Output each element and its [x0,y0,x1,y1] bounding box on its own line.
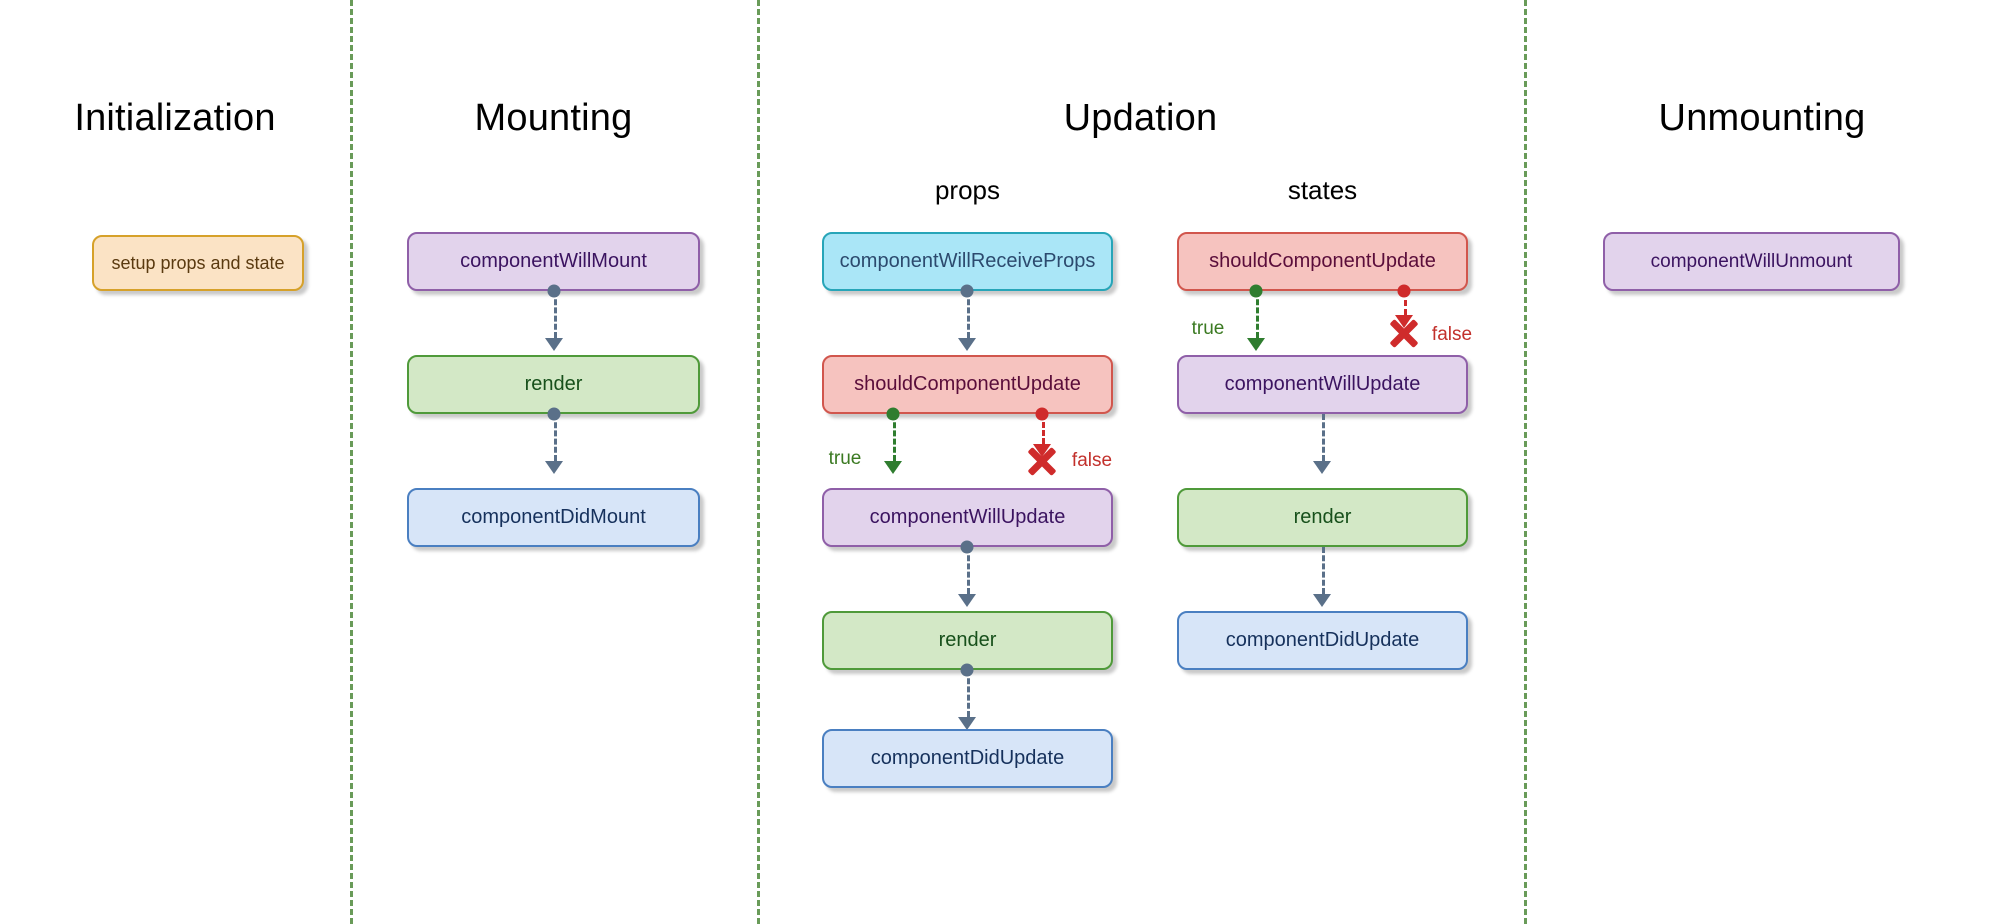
edge-label-props-true: true [828,448,862,469]
subcolumn-title-states: states [1287,175,1358,205]
node-states-component-will-update[interactable]: componentWillUpdate [1177,355,1468,414]
arrowhead-mount-did [545,461,563,474]
edge-mount-render-to-did [554,414,557,461]
node-props-component-will-update[interactable]: componentWillUpdate [822,488,1113,547]
edge-states-false [1404,291,1407,315]
node-mount-render[interactable]: render [407,355,700,414]
subcolumn-title-props: props [934,175,1001,205]
node-props-component-did-update[interactable]: componentDidUpdate [822,729,1113,788]
edge-props-render-to-did [967,670,970,717]
node-states-component-did-update[interactable]: componentDidUpdate [1177,611,1468,670]
node-component-did-mount[interactable]: componentDidMount [407,488,700,547]
edge-props-false [1042,414,1045,444]
arrowhead-props-true [884,461,902,474]
section-divider-3 [1524,0,1527,924]
column-title-updation: Updation [1063,97,1218,139]
edge-label-props-false: false [1071,450,1113,471]
node-component-will-mount[interactable]: componentWillMount [407,232,700,291]
arrowhead-props-did [958,717,976,730]
column-title-initialization: Initialization [74,97,276,139]
node-props-render[interactable]: render [822,611,1113,670]
node-props-should-component-update[interactable]: shouldComponentUpdate [822,355,1113,414]
section-divider-2 [757,0,760,924]
arrowhead-states-render [1313,461,1331,474]
arrowhead-states-did [1313,594,1331,607]
arrowhead-mount-render [545,338,563,351]
arrowhead-props-should [958,338,976,351]
node-setup-props-and-state[interactable]: setup props and state [92,235,304,291]
edge-states-true [1256,291,1259,338]
node-states-should-component-update[interactable]: shouldComponentUpdate [1177,232,1468,291]
edge-mount-will-to-render [554,291,557,338]
edge-props-true [893,414,896,461]
edge-props-recv-to-should [967,291,970,338]
edge-props-will-to-render [967,547,970,594]
edge-label-states-true: true [1191,318,1225,339]
edge-states-render-to-did [1322,547,1325,594]
cross-icon-states-false [1387,316,1421,350]
node-component-will-unmount[interactable]: componentWillUnmount [1603,232,1900,291]
column-title-unmounting: Unmounting [1658,97,1866,139]
edge-states-will-to-render [1322,414,1325,461]
arrowhead-props-render [958,594,976,607]
section-divider-1 [350,0,353,924]
column-title-mounting: Mounting [474,97,633,139]
edge-label-states-false: false [1431,324,1473,345]
node-component-will-receive-props[interactable]: componentWillReceiveProps [822,232,1113,291]
arrowhead-states-true [1247,338,1265,351]
cross-icon-props-false [1025,444,1059,478]
node-states-render[interactable]: render [1177,488,1468,547]
